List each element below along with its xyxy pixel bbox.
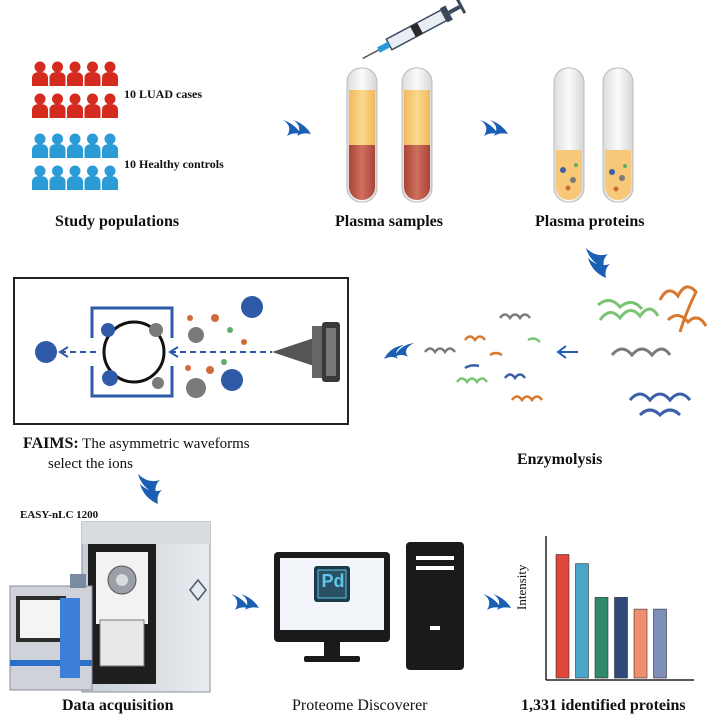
plasma-proteins-title: Plasma proteins bbox=[535, 213, 645, 230]
chart-y-label: Intensity bbox=[514, 564, 529, 611]
case-person-icon bbox=[102, 61, 118, 86]
faims-panel bbox=[13, 277, 349, 425]
control-person-icon bbox=[32, 133, 48, 158]
case-person-icon bbox=[49, 61, 66, 86]
arrow-icon bbox=[480, 120, 508, 136]
case-person-icon bbox=[32, 61, 48, 86]
chart-bar bbox=[614, 597, 628, 679]
arrow-icon bbox=[384, 343, 414, 359]
chart-bar bbox=[653, 608, 667, 679]
arrow-icon bbox=[586, 248, 610, 278]
control-person-icon bbox=[84, 165, 101, 190]
chart-bar bbox=[594, 597, 609, 679]
case-person-icon bbox=[32, 93, 48, 118]
peptide-fragments-icon bbox=[423, 313, 544, 403]
case-person-icon bbox=[102, 93, 118, 118]
control-person-icon bbox=[32, 165, 48, 190]
case-person-icon bbox=[84, 61, 101, 86]
arrow-icon bbox=[138, 474, 162, 504]
proteome-discoverer-title: Proteome Discoverer bbox=[292, 697, 428, 714]
control-person-icon bbox=[49, 133, 66, 158]
arrow-icon bbox=[556, 345, 578, 359]
plasma-sample-tube bbox=[401, 67, 433, 203]
plasma-sample-tube bbox=[346, 67, 378, 203]
population-icons bbox=[32, 61, 118, 190]
case-person-icon bbox=[67, 61, 83, 86]
plasma-protein-tube bbox=[602, 67, 634, 203]
control-person-icon bbox=[67, 133, 83, 158]
control-person-icon bbox=[102, 133, 118, 158]
chart-bar bbox=[633, 608, 648, 679]
folded-protein-icon bbox=[597, 285, 708, 418]
plasma-protein-tube bbox=[553, 67, 585, 203]
controls-label: 10 Healthy controls bbox=[124, 157, 224, 171]
syringe-icon bbox=[362, 0, 467, 60]
arrow-icon bbox=[231, 594, 259, 610]
chart-bar bbox=[555, 554, 570, 679]
case-person-icon bbox=[49, 93, 66, 118]
faims-title: FAIMS: bbox=[23, 435, 79, 452]
control-person-icon bbox=[49, 165, 66, 190]
mass-spectrometer-icon bbox=[9, 521, 211, 693]
faims-caption: FAIMS: The asymmetric waveforms select t… bbox=[23, 434, 250, 474]
arrow-icon bbox=[483, 594, 511, 610]
identified-proteins-title: 1,331 identified proteins bbox=[521, 697, 686, 714]
faims-desc-line2: select the ions bbox=[48, 456, 133, 472]
control-person-icon bbox=[67, 165, 83, 190]
control-person-icon bbox=[102, 165, 118, 190]
pd-logo: Pd bbox=[321, 571, 345, 591]
cases-label: 10 LUAD cases bbox=[124, 87, 202, 101]
instrument-name: EASY-nLC 1200 bbox=[20, 509, 99, 521]
case-person-icon bbox=[67, 93, 83, 118]
case-person-icon bbox=[84, 93, 101, 118]
chart-bar bbox=[575, 563, 589, 679]
control-person-icon bbox=[84, 133, 101, 158]
computer-icon bbox=[274, 542, 464, 670]
faims-desc-line1: The asymmetric waveforms bbox=[78, 436, 250, 452]
data-acquisition-title: Data acquisition bbox=[62, 697, 174, 714]
enzymolysis-title: Enzymolysis bbox=[517, 451, 603, 468]
study-populations-title: Study populations bbox=[55, 213, 180, 230]
arrow-icon bbox=[283, 120, 311, 136]
plasma-samples-title: Plasma samples bbox=[335, 213, 443, 230]
bar-chart bbox=[545, 536, 694, 681]
